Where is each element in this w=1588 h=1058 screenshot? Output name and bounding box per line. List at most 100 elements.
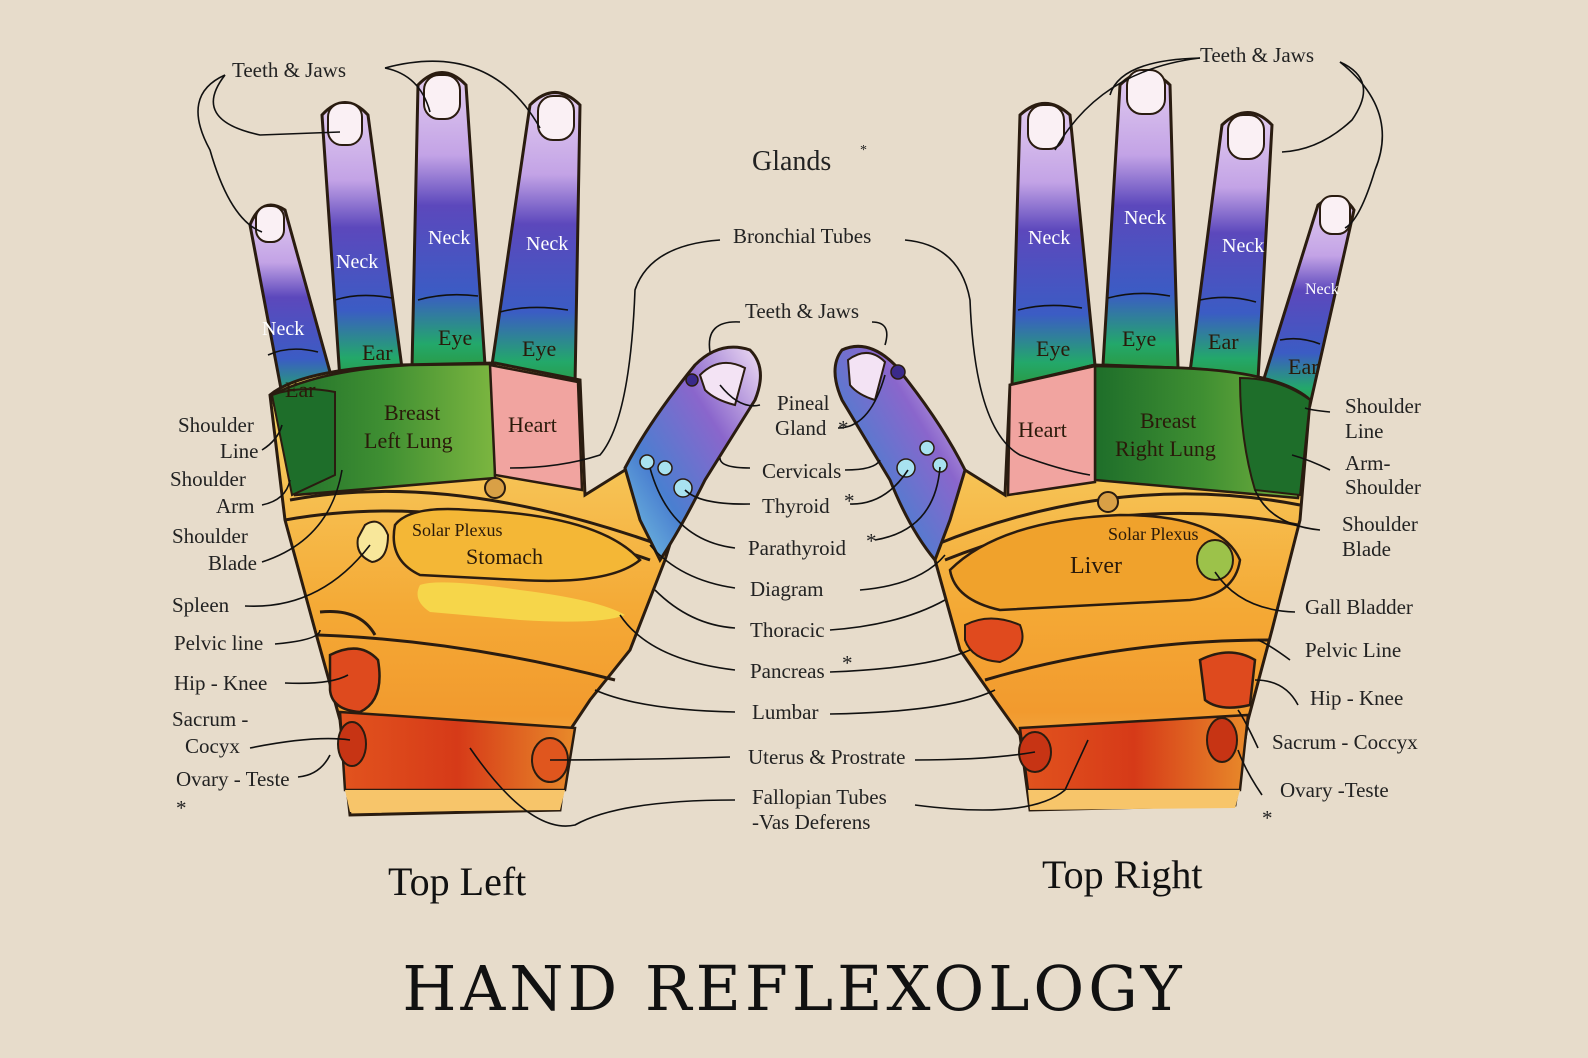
spleen-label: Spleen [172,593,230,617]
right-zone-text: Neck Neck Neck Neck Eye Eye Ear Ear Hear… [1018,207,1339,579]
right-heart-label: Heart [1018,417,1067,442]
asterisk: * [176,796,187,820]
gall-bladder-label: Gall Bladder [1305,595,1413,619]
nail [327,102,363,146]
asterisk: * [866,529,877,553]
thoracic-label: Thoracic [750,618,825,642]
leader-lines [197,57,1384,827]
right-lower-zone [964,617,1024,664]
left-zone-text: Neck Neck Neck Neck Ear Ear Eye Eye Brea… [262,227,568,569]
left-ear-label: Ear [285,377,316,402]
left-ring-finger [320,101,404,382]
left-shoulder-arm-label-2: Arm [216,494,255,518]
diagram-label: Diagram [750,577,823,601]
left-cocyx-label: Cocyx [185,734,240,758]
left-eye-label: Eye [522,336,556,361]
right-side-labels: Teeth & Jaws Shoulder Line Arm- Shoulder… [1200,43,1421,830]
left-ear-label: Ear [362,340,393,365]
right-shoulder-zone [1238,376,1312,497]
right-eye-label: Eye [1036,336,1070,361]
right-sacrum-zone [1206,717,1238,763]
right-gall-bladder-zone [1196,539,1234,581]
thyroid-label: Thyroid [762,494,830,518]
center-teeth-jaws-label: Teeth & Jaws [745,299,859,323]
left-hip-knee-zone [328,647,381,714]
asterisk: * [838,416,849,440]
caption-top-left: Top Left [388,859,526,904]
right-liver-label: Liver [1070,553,1122,579]
right-ear-label: Ear [1208,329,1239,354]
left-heart-label: Heart [508,412,557,437]
left-shoulder-blade-label-2: Blade [208,551,257,575]
gland-label: Gland [775,416,827,440]
asterisk: * [842,651,853,675]
right-breast-label: Breast [1140,408,1196,433]
caption-top-right: Top Right [1042,852,1203,897]
vas-deferens-label: -Vas Deferens [752,810,870,834]
left-index-finger [490,91,582,387]
left-shoulder-arm-label: Shoulder [170,467,246,491]
left-ovary-label: Ovary - Teste [176,767,290,791]
right-neck-label: Neck [1222,235,1264,257]
glands-label: Glands [752,146,831,177]
nail [1227,114,1265,160]
left-heart-zone [488,363,584,492]
lumbar-label: Lumbar [752,700,818,724]
right-hip-knee-zone [1198,651,1257,709]
page-title: HAND REFLEXOLOGY [402,952,1185,1025]
right-hand [833,69,1356,812]
right-lung-label: Right Lung [1115,436,1216,461]
left-sacrum-zone [337,721,367,767]
fallopian-tubes-label: Fallopian Tubes [752,785,887,809]
bronchial-tubes-label: Bronchial Tubes [733,224,871,248]
right-ovary-label: Ovary -Teste [1280,778,1389,802]
left-neck-label: Neck [428,227,470,249]
right-teeth-jaws-label: Teeth & Jaws [1200,43,1314,67]
right-shoulder-blade-label-2: Blade [1342,537,1391,561]
left-eye-label: Eye [438,325,472,350]
nail [1319,195,1351,235]
left-solar-plexus-label: Solar Plexus [412,520,503,540]
right-ring-finger [1188,111,1274,382]
uterus-prostrate-label: Uterus & Prostrate [748,745,905,769]
left-shoulder-line-label-2: Line [220,439,258,463]
right-solar-plexus-label: Solar Plexus [1108,524,1199,544]
pancreas-label: Pancreas [750,659,825,683]
right-ear-label: Ear [1288,354,1319,379]
right-eye-label: Eye [1122,326,1156,351]
right-sacrum-coccyx-label: Sacrum - Coccyx [1272,730,1418,754]
nail [423,74,461,120]
asterisk: * [844,489,855,513]
right-thumb [833,344,967,563]
right-shoulder-line-label-2: Line [1345,419,1383,443]
left-neck-label: Neck [336,251,378,273]
right-neck-label: Neck [1028,227,1070,249]
center-labels: Glands * Bronchial Tubes Teeth & Jaws Pi… [733,143,905,834]
parathyroid-label: Parathyroid [748,536,846,560]
left-lung-label: Left Lung [364,428,453,453]
asterisk: * [1262,806,1273,830]
left-sacrum-label: Sacrum - [172,707,248,731]
right-shoulder-line-label: Shoulder [1345,394,1421,418]
left-breast-label: Breast [384,400,440,425]
left-hip-knee-label: Hip - Knee [174,671,267,695]
nail [1027,104,1065,150]
left-stomach-zone [392,507,642,583]
left-side-labels: Teeth & Jaws Shoulder Line Shoulder Arm … [170,58,346,820]
left-neck-label: Neck [262,318,304,340]
left-pancreas-zone [417,582,625,622]
nail [537,95,575,141]
right-liver-zone [948,513,1242,612]
left-shoulder-blade-label: Shoulder [172,524,248,548]
left-neck-label: Neck [526,233,568,255]
left-shoulder-zone [270,388,336,497]
pineal-label: Pineal [777,391,830,415]
left-pelvic-line-label: Pelvic line [174,631,263,655]
nail [1126,69,1166,115]
cervicals-label: Cervicals [762,459,841,483]
right-neck-label: Neck [1124,207,1166,229]
left-middle-finger [410,71,487,370]
right-shoulder-blade-label: Shoulder [1342,512,1418,536]
left-hand [248,71,762,817]
